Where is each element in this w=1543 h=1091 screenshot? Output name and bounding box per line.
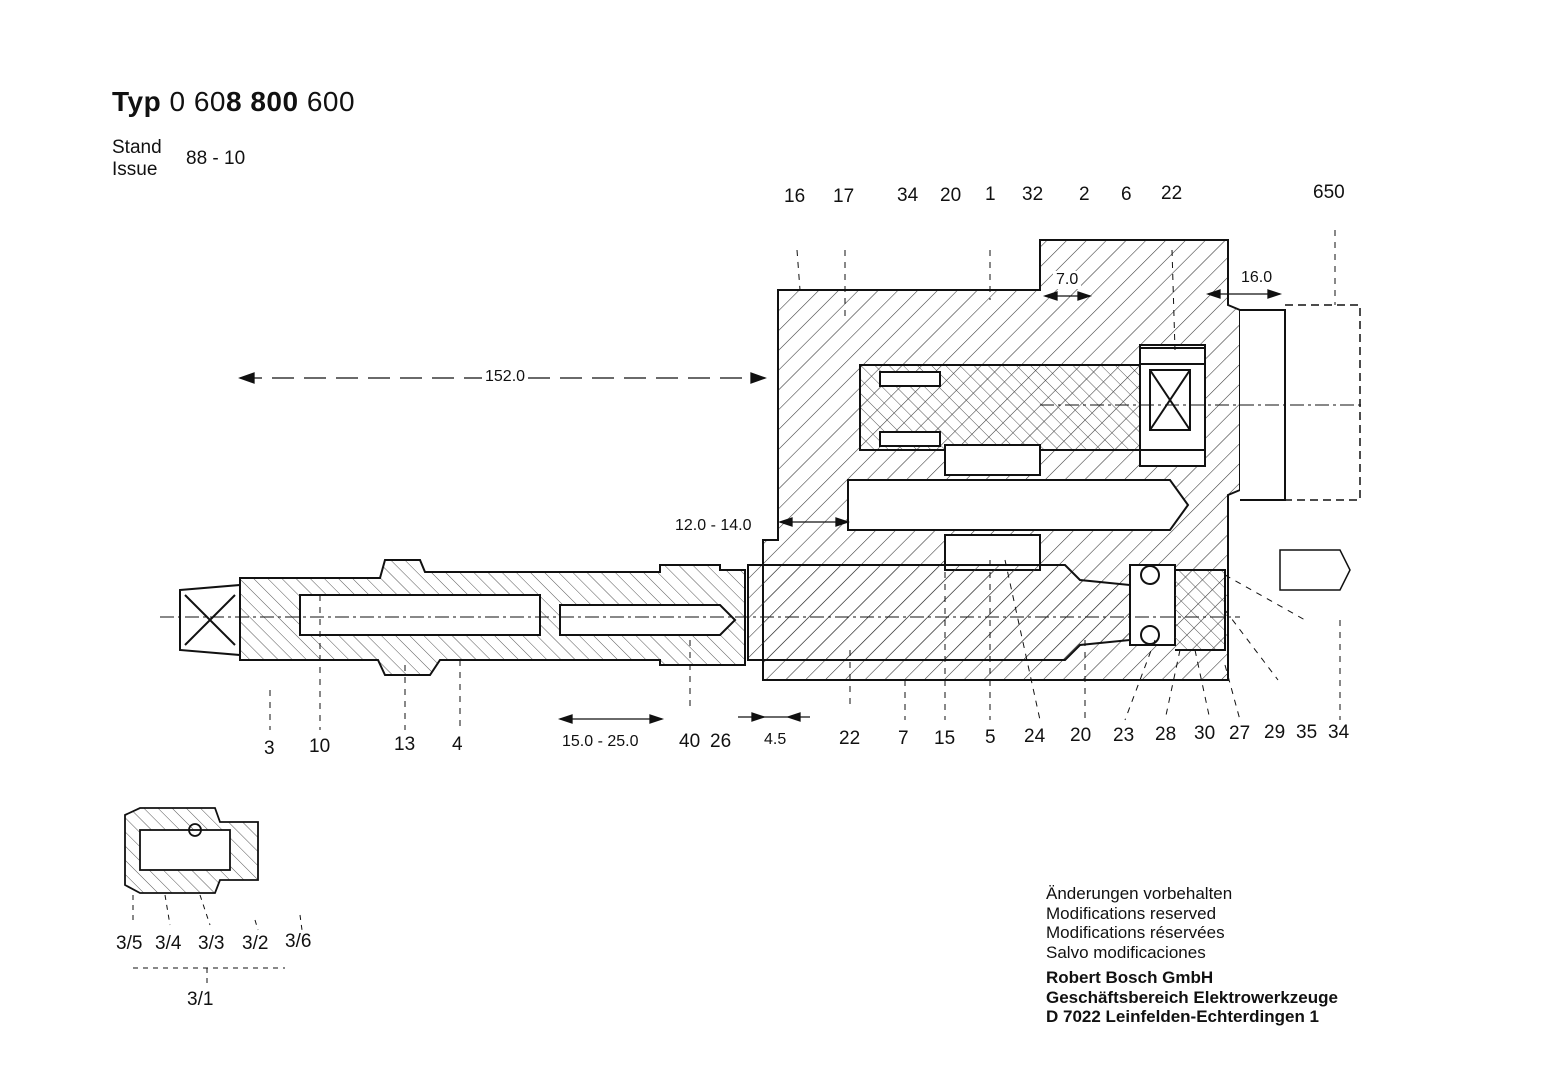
part-label: 10 — [309, 736, 331, 757]
dimension-4-5: 4.5 — [761, 731, 790, 749]
dimension-16: 16.0 — [1238, 269, 1276, 287]
detail-label: 3/4 — [155, 933, 182, 954]
detail-label: 3/5 — [116, 933, 143, 954]
part-label: 32 — [1022, 184, 1044, 205]
detail-label: 3/2 — [242, 933, 269, 954]
part-label: 3 — [264, 738, 275, 759]
part-label: 34 — [897, 185, 919, 206]
note-line: Änderungen vorbehalten — [1046, 884, 1233, 903]
part-label: 20 — [940, 185, 962, 206]
part-label: 1 — [985, 184, 996, 205]
part-label: 7 — [898, 728, 909, 749]
company-location: D 7022 Leinfelden-Echterdingen 1 — [1046, 1007, 1320, 1026]
detail-label: 3/3 — [198, 933, 225, 954]
part-label: 17 — [833, 186, 855, 207]
note-line: Modifications réservées — [1046, 923, 1225, 942]
company-address: Robert Bosch GmbH Geschäftsbereich Elekt… — [1046, 968, 1338, 1027]
part-label: 6 — [1121, 184, 1132, 205]
note-line: Modifications reserved — [1046, 903, 1217, 923]
dimension-15-25: 15.0 - 25.0 — [559, 733, 642, 751]
part-label: 26 — [710, 731, 732, 752]
modification-notes: Änderungen vorbehalten Modifications res… — [1046, 884, 1232, 962]
stand-issue-labels: Stand Issue — [112, 137, 162, 181]
part-label: 2 — [1079, 184, 1090, 205]
dimension-7: 7.0 — [1053, 271, 1082, 289]
part-label: 15 — [934, 728, 956, 749]
company-division: Geschäftsbereich Elektrowerkzeuge — [1046, 987, 1338, 1007]
issue-label: Issue — [112, 159, 158, 180]
dimension-12-14: 12.0 - 14.0 — [672, 517, 755, 535]
document-title: Typ 0 608 800 600 — [112, 86, 355, 118]
part-label: 16 — [784, 186, 806, 207]
pin-bolt — [847, 479, 1190, 531]
typ-number-part1: 0 60 — [169, 86, 226, 117]
part-label: 22 — [839, 728, 861, 749]
issue-date: 88 - 10 — [186, 148, 246, 169]
part-label: 20 — [1070, 725, 1092, 746]
part-label: 30 — [1194, 723, 1216, 744]
part-label: 34 — [1328, 722, 1350, 743]
part-label: 23 — [1113, 725, 1135, 746]
note-line: Salvo modificaciones — [1046, 942, 1206, 962]
part-label: 650 — [1313, 182, 1345, 203]
dimension-152: 152.0 — [482, 368, 529, 386]
typ-number-part2: 8 800 — [225, 86, 299, 117]
company-name: Robert Bosch GmbH — [1046, 968, 1214, 987]
part-label: 22 — [1161, 183, 1183, 204]
part-label: 35 — [1296, 722, 1318, 743]
part-label: 40 — [679, 731, 701, 752]
typ-number-part3: 600 — [298, 86, 356, 117]
stand-label: Stand — [112, 137, 162, 158]
part-label: 13 — [394, 734, 416, 755]
part-label: 5 — [985, 727, 996, 748]
detail-label: 3/1 — [187, 989, 214, 1010]
main-spindle — [747, 564, 1131, 661]
part-label: 28 — [1155, 724, 1177, 745]
part-label: 24 — [1024, 726, 1046, 747]
part-label: 4 — [452, 734, 463, 755]
typ-prefix: Typ — [112, 86, 162, 117]
part-label: 27 — [1229, 723, 1251, 744]
part-label: 29 — [1264, 722, 1286, 743]
detail-label: 3/6 — [285, 931, 312, 952]
